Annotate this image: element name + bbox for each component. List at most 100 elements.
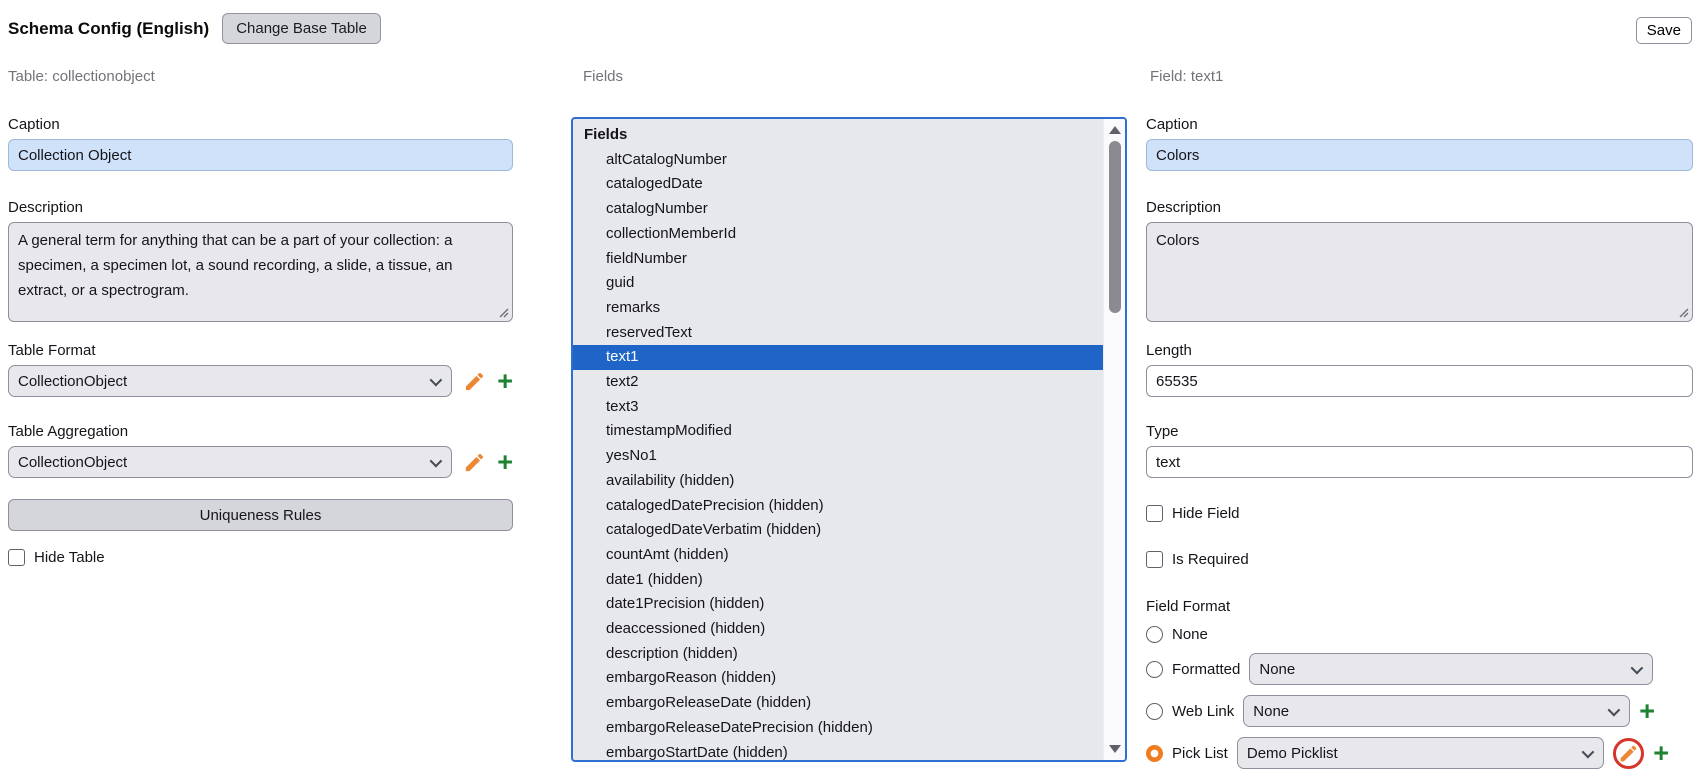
format-option-radio[interactable] — [1146, 744, 1163, 762]
format-option-radio[interactable] — [1146, 702, 1163, 720]
fields-list-scrollbar[interactable] — [1103, 119, 1125, 760]
list-item[interactable]: text1 — [573, 345, 1103, 371]
list-item[interactable]: guid — [606, 274, 635, 292]
hide-field-row: Hide Field — [1146, 505, 1693, 522]
table-aggregation-label: Table Aggregation — [8, 423, 129, 440]
list-item[interactable]: catalogedDate — [606, 175, 703, 193]
table-aggregation-select[interactable]: CollectionObject — [8, 446, 453, 478]
scrollbar-thumb[interactable] — [1109, 141, 1121, 313]
hide-table-checkbox[interactable] — [8, 549, 25, 566]
field-description-text: Colors — [1156, 232, 1200, 249]
field-format-label: Field Format — [1146, 598, 1231, 615]
list-item[interactable]: embargoReleaseDate (hidden) — [606, 694, 812, 712]
add-table-format-plus-icon[interactable]: + — [497, 366, 513, 396]
list-item[interactable]: description (hidden) — [606, 644, 738, 662]
format-option-select-value: Demo Picklist — [1246, 744, 1338, 762]
page-title: Schema Config (English) — [8, 18, 210, 38]
format-option-label: Web Link — [1172, 702, 1235, 720]
is-required-checkbox[interactable] — [1146, 551, 1163, 568]
table-panel: Table: collectionobject Caption Descript… — [8, 68, 513, 566]
table-description-label: Description — [8, 199, 84, 216]
list-item[interactable]: countAmt (hidden) — [606, 545, 729, 563]
hide-table-row: Hide Table — [8, 549, 513, 566]
hide-table-label: Hide Table — [34, 549, 105, 566]
list-item[interactable]: date1 (hidden) — [606, 570, 703, 588]
field-panel: Field: text1 Caption Description Colors … — [1146, 68, 1693, 769]
field-length-input[interactable] — [1146, 365, 1693, 397]
table-aggregation-value: CollectionObject — [18, 453, 128, 471]
fields-list-items: Fields altCatalogNumber catalogedDate cata… — [573, 119, 1103, 761]
scroll-up-arrow-icon[interactable] — [1109, 126, 1121, 134]
list-item[interactable]: catalogNumber — [606, 200, 708, 218]
fields-panel-heading: Fields — [583, 68, 624, 85]
format-option-label: Pick List — [1172, 744, 1228, 762]
table-description-text: A general term for anything that can be … — [18, 232, 453, 299]
hide-field-label: Hide Field — [1172, 505, 1240, 522]
chevron-down-icon — [1607, 703, 1621, 716]
edit-table-aggregation-pencil-icon[interactable] — [462, 450, 487, 475]
field-description-textarea[interactable]: Colors — [1146, 222, 1693, 322]
format-option-label: Formatted — [1172, 660, 1241, 678]
fields-listbox[interactable]: Fields altCatalogNumber catalogedDate cata… — [571, 117, 1127, 762]
table-format-value: CollectionObject — [18, 372, 128, 390]
change-base-table-button[interactable]: Change Base Table — [222, 13, 381, 44]
format-option-row: Pick List Demo Picklist + — [1146, 737, 1693, 769]
table-format-select[interactable]: CollectionObject — [8, 365, 453, 397]
list-item[interactable]: timestampModified — [606, 422, 732, 440]
format-option-radio[interactable] — [1146, 625, 1163, 643]
list-item[interactable]: date1Precision (hidden) — [606, 595, 765, 613]
list-item[interactable]: remarks — [606, 298, 661, 316]
add-table-aggregation-plus-icon[interactable]: + — [497, 447, 513, 477]
list-item[interactable]: embargoReason (hidden) — [606, 669, 777, 687]
list-item[interactable]: fieldNumber — [606, 249, 687, 267]
field-caption-input[interactable] — [1146, 139, 1693, 171]
list-item[interactable]: deaccessioned (hidden) — [606, 620, 766, 638]
format-option-row: Web Link None + — [1146, 695, 1693, 727]
list-item[interactable]: yesNo1 — [606, 447, 657, 465]
list-item[interactable]: catalogedDateVerbatim (hidden) — [606, 521, 822, 539]
format-option-radio[interactable] — [1146, 660, 1163, 678]
list-item[interactable]: embargoReleaseDatePrecision (hidden) — [606, 718, 873, 736]
fields-panel: Fields Fields altCatalogNumber catalogedD… — [571, 68, 1127, 762]
add-plus-icon[interactable]: + — [1639, 696, 1655, 726]
table-caption-input[interactable] — [8, 139, 513, 171]
header: Schema Config (English) Change Base Tabl… — [8, 13, 381, 44]
fields-group-label: Fields — [584, 126, 628, 143]
table-description-textarea[interactable]: A general term for anything that can be … — [8, 222, 513, 322]
format-option-row: Formatted None — [1146, 653, 1693, 685]
table-panel-heading: Table: collectionobject — [8, 68, 155, 85]
list-item[interactable]: catalogedDatePrecision (hidden) — [606, 496, 824, 514]
list-item[interactable]: embargoStartDate (hidden) — [606, 743, 788, 761]
add-plus-icon[interactable]: + — [1653, 738, 1669, 768]
format-option-select[interactable]: None — [1243, 695, 1631, 727]
list-item[interactable]: reservedText — [606, 323, 692, 341]
list-item[interactable]: text2 — [606, 373, 639, 391]
annotation-circle — [1613, 737, 1645, 769]
table-format-label: Table Format — [8, 342, 96, 359]
format-option-select[interactable]: None — [1249, 653, 1653, 685]
table-aggregation-row: CollectionObject + — [8, 446, 513, 478]
resize-handle-icon[interactable] — [499, 308, 509, 318]
field-type-input[interactable] — [1146, 446, 1693, 478]
uniqueness-rules-button[interactable]: Uniqueness Rules — [8, 499, 513, 531]
list-item[interactable]: altCatalogNumber — [606, 150, 727, 168]
edit-table-format-pencil-icon[interactable] — [462, 369, 487, 394]
format-option-row: None — [1146, 625, 1693, 643]
format-option-select-value: None — [1259, 660, 1296, 678]
list-item[interactable]: text3 — [606, 397, 639, 415]
list-item[interactable]: collectionMemberId — [606, 224, 737, 242]
list-item[interactable]: availability (hidden) — [606, 471, 735, 489]
save-button[interactable]: Save — [1635, 17, 1692, 44]
format-option-label: None — [1172, 625, 1208, 643]
is-required-label: Is Required — [1172, 551, 1249, 568]
format-option-select-value: None — [1253, 702, 1290, 720]
resize-handle-icon[interactable] — [1679, 308, 1689, 318]
table-caption-label: Caption — [8, 116, 60, 133]
hide-field-checkbox[interactable] — [1146, 505, 1163, 522]
format-option-select[interactable]: Demo Picklist — [1236, 737, 1605, 769]
table-format-row: CollectionObject + — [8, 365, 513, 397]
edit-picklist-pencil-icon[interactable] — [1616, 741, 1641, 766]
scroll-down-arrow-icon[interactable] — [1109, 745, 1121, 753]
